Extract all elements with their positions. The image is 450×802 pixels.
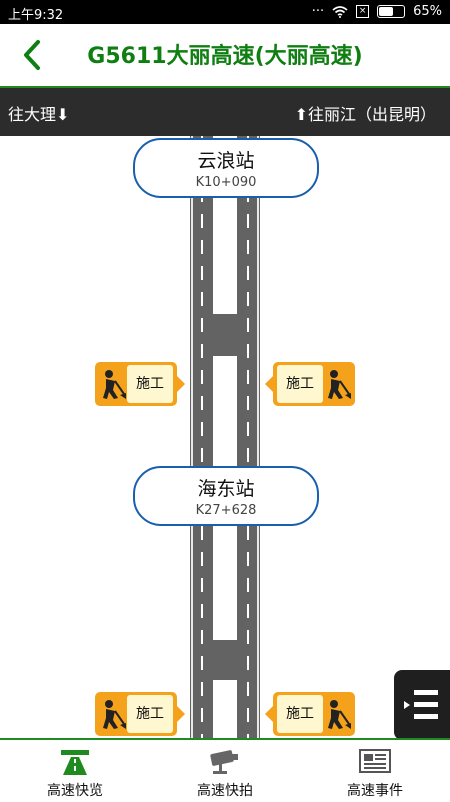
construction-label: 施工: [127, 365, 173, 403]
construction-worker-icon: [328, 700, 351, 729]
app-header: G5611大丽高速(大丽高速): [0, 24, 450, 88]
nav-label: 高速快拍: [197, 783, 253, 799]
status-bar: 上午9:32 ··· × 65%: [0, 0, 450, 24]
station-name: 云浪站: [197, 150, 255, 172]
highway-icon: [61, 750, 89, 775]
construction-worker-icon: [328, 370, 351, 399]
bottom-nav: 高速快览 高速快拍 高速事件: [0, 738, 450, 802]
station-km: K10+090: [195, 175, 257, 190]
no-sim-icon: ×: [356, 5, 370, 18]
list-menu-icon: [404, 690, 438, 719]
direction-bar: 往大理⬇ ⬆往丽江（出昆明）: [0, 88, 450, 136]
back-icon[interactable]: [18, 38, 48, 72]
battery-icon: [377, 5, 406, 18]
battery-percent: 65%: [413, 4, 442, 19]
construction-marker-southbound[interactable]: 施工: [95, 692, 185, 736]
construction-marker-northbound[interactable]: 施工: [265, 362, 355, 406]
station-list-button[interactable]: [394, 670, 450, 740]
nav-label: 高速快览: [47, 783, 103, 799]
nav-label: 高速事件: [347, 783, 403, 799]
wifi-icon: [332, 5, 348, 18]
direction-north-label: ⬆往丽江（出昆明）: [294, 105, 436, 124]
page-title: G5611大丽高速(大丽高速): [87, 44, 363, 69]
construction-marker-northbound[interactable]: 施工: [265, 692, 355, 736]
station-marker[interactable]: 海东站 K27+628: [133, 466, 319, 526]
station-marker[interactable]: 云浪站 K10+090: [133, 138, 319, 198]
median-crossing: [213, 314, 237, 356]
construction-worker-icon: [103, 700, 126, 729]
direction-south-label: 往大理⬇: [8, 105, 70, 124]
road-median: [213, 136, 237, 739]
nav-highway-overview[interactable]: 高速快览: [0, 740, 150, 802]
median-crossing: [213, 640, 237, 680]
station-name: 海东站: [197, 478, 255, 500]
newspaper-icon: [359, 749, 391, 773]
construction-marker-southbound[interactable]: 施工: [95, 362, 185, 406]
camera-icon: [210, 750, 238, 774]
construction-label: 施工: [127, 695, 173, 733]
status-right: ··· × 65%: [312, 4, 442, 19]
highway-road: [190, 136, 260, 739]
nav-highway-snapshot[interactable]: 高速快拍: [150, 740, 300, 802]
construction-worker-icon: [103, 370, 126, 399]
road-map[interactable]: 云浪站 K10+090 海东站 K27+628 施工 施工: [0, 136, 450, 739]
station-km: K27+628: [195, 503, 257, 518]
more-icon: ···: [311, 4, 325, 19]
construction-label: 施工: [277, 365, 323, 403]
construction-label: 施工: [277, 695, 323, 733]
status-time: 上午9:32: [8, 8, 64, 23]
nav-highway-events[interactable]: 高速事件: [300, 740, 450, 802]
